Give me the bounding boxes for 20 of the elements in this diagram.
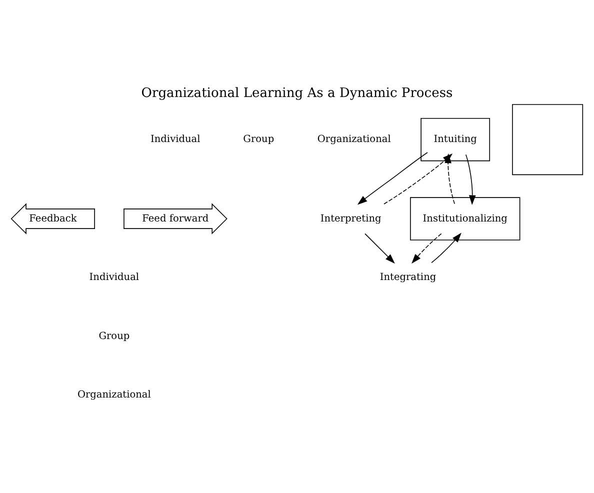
label: Individual [150, 134, 200, 146]
arrow [431, 232, 462, 264]
node-text: Intuiting [434, 134, 477, 146]
node-text: Interpreting [320, 213, 382, 224]
diagram-title: Organizational Learning As a Dynamic Process [141, 86, 453, 101]
node-box [512, 104, 584, 176]
cluster [420, 118, 490, 162]
arrow [465, 154, 476, 206]
label: Individual [89, 272, 140, 284]
label: Group [98, 330, 130, 342]
label: Organizational [77, 390, 151, 401]
node-text: Integrating [380, 272, 436, 284]
arrow [357, 152, 428, 205]
label: Organizational [317, 134, 391, 146]
arrow [412, 233, 442, 264]
arrow [444, 153, 456, 204]
label: Group [243, 134, 274, 146]
arrow [364, 233, 395, 264]
node-text: Institutionalizing [422, 213, 508, 224]
cluster [410, 197, 520, 240]
